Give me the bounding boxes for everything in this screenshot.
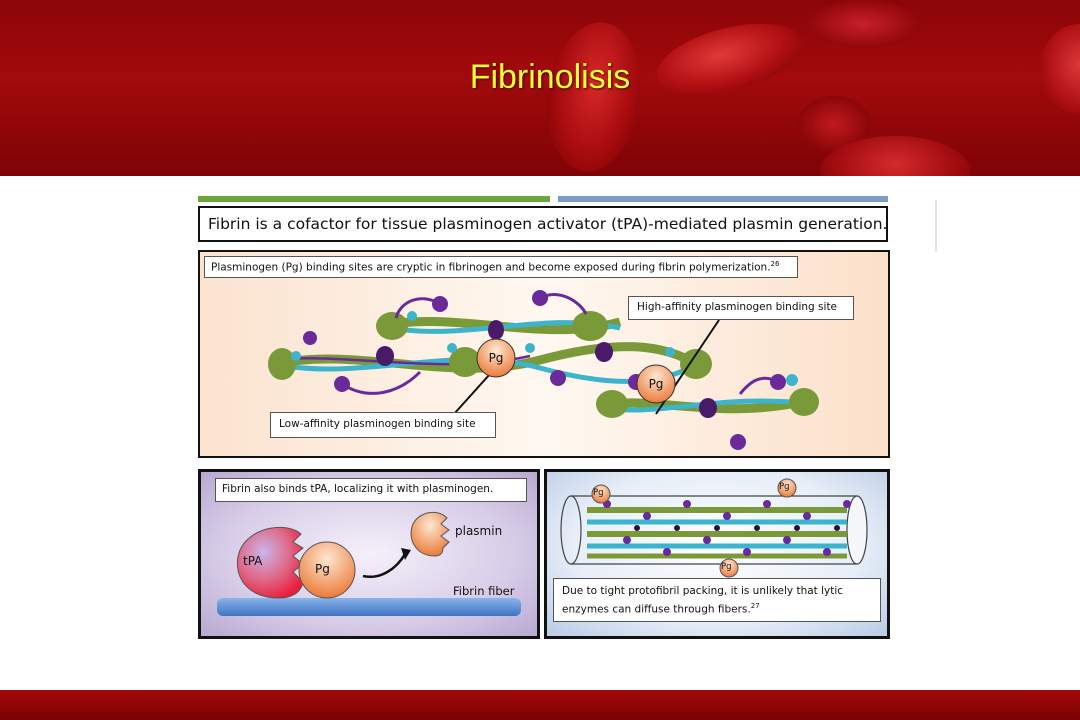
- figure-top-bar-green: [198, 196, 550, 202]
- panel-tpa-binding: Fibrin also binds tPA, localizing it wit…: [198, 469, 540, 639]
- fibrin-polymer-diagram: [268, 290, 819, 450]
- fiber-cross-section-diagram: [560, 478, 868, 578]
- panel-right-caption: Due to tight protofibril packing, it is …: [553, 578, 881, 622]
- panel-plasminogen-binding-sites: Plasminogen (Pg) binding sites are crypt…: [198, 250, 890, 458]
- low-affinity-label: Low-affinity plasminogen binding site: [270, 412, 496, 438]
- tpa-diagram: [217, 511, 521, 616]
- plasminogen: [719, 558, 739, 578]
- pg-label: Pg: [779, 482, 790, 492]
- pg-label: Pg: [315, 562, 330, 576]
- blood-cell-image: [808, 0, 918, 48]
- fibrin-fiber: [217, 598, 521, 616]
- high-affinity-label: High-affinity plasminogen binding site: [628, 296, 854, 320]
- pg-label: Pg: [488, 351, 504, 365]
- fibrin-fiber-label: Fibrin fiber: [453, 584, 515, 598]
- caption-ref: 27: [750, 602, 760, 610]
- divider: [935, 200, 937, 252]
- figure-headline: Fibrin is a cofactor for tissue plasmino…: [198, 206, 888, 242]
- header-banner: Fibrinolisis: [0, 0, 1080, 176]
- slide-title: Fibrinolisis: [469, 58, 631, 96]
- pg-label: Pg: [593, 488, 604, 498]
- plasmin-molecule: [410, 511, 450, 557]
- pg-label: Pg: [721, 562, 732, 572]
- caption-text: Due to tight protofibril packing, it is …: [562, 585, 844, 616]
- plasmin-label: plasmin: [455, 524, 503, 538]
- tpa-label: tPA: [243, 554, 263, 568]
- panel-top-caption: Plasminogen (Pg) binding sites are crypt…: [204, 256, 798, 278]
- plasminogen: [298, 541, 356, 599]
- plasminogen: [777, 478, 797, 498]
- panel-left-caption: Fibrin also binds tPA, localizing it wit…: [215, 478, 527, 502]
- pg-label: Pg: [648, 377, 664, 391]
- figure-top-bar-blue: [558, 196, 888, 202]
- plasminogen: [591, 484, 611, 504]
- conversion-arrow-icon: [362, 553, 407, 579]
- caption-ref: 26: [770, 260, 780, 268]
- panel-protofibril-packing: Pg Pg Pg Due to tight protofibril packin…: [544, 469, 890, 639]
- tpa-molecule: [236, 526, 304, 599]
- footer-bar: [0, 690, 1080, 720]
- fibrinolysis-figure: Fibrin is a cofactor for tissue plasmino…: [198, 196, 890, 644]
- caption-text: Plasminogen (Pg) binding sites are crypt…: [211, 261, 771, 274]
